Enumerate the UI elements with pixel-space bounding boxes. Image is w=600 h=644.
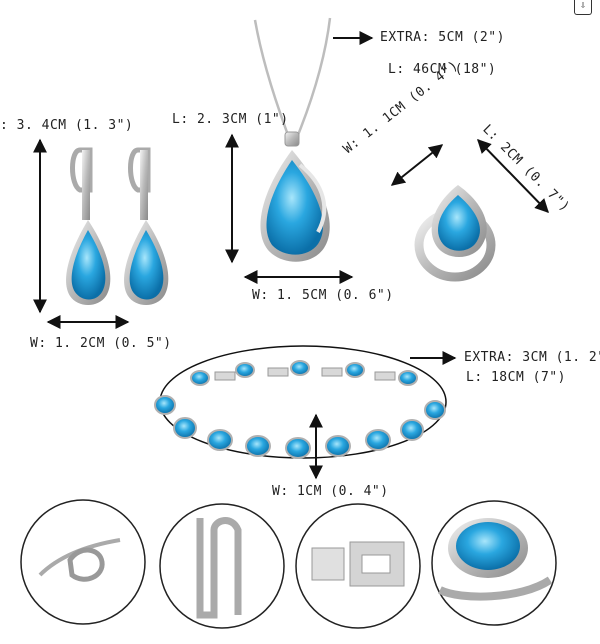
detail-hoop (159, 503, 285, 629)
download-icon[interactable]: ⇩ (574, 0, 592, 15)
bracelet-extra-label: EXTRA: 3CM (1. 2") (464, 350, 600, 365)
detail-clasp (20, 499, 146, 625)
detail-bracelet-link (295, 503, 421, 629)
pendant-length-label: L: 2. 3CM (1") (172, 112, 289, 127)
ring (414, 185, 496, 282)
pendant (260, 131, 330, 262)
pendant-width-label: W: 1. 5CM (0. 6") (252, 288, 394, 303)
bracelet-width-label: W: 1CM (0. 4") (272, 484, 389, 499)
bracelet (154, 345, 447, 459)
chain-length-label: L: 46CM (18") (388, 62, 497, 77)
detail-ring-stone (431, 500, 557, 626)
necklace-chain (253, 17, 332, 136)
bracelet-length-label: L: 18CM (7") (466, 370, 566, 385)
earring-right (124, 147, 169, 305)
earring-width-label: W: 1. 2CM (0. 5") (30, 336, 172, 351)
chain-extra-label: EXTRA: 5CM (2") (380, 30, 505, 45)
measure-arrows (33, 31, 549, 480)
earring-left (66, 147, 111, 305)
earring-length-label: : 3. 4CM (1. 3") (0, 118, 134, 133)
